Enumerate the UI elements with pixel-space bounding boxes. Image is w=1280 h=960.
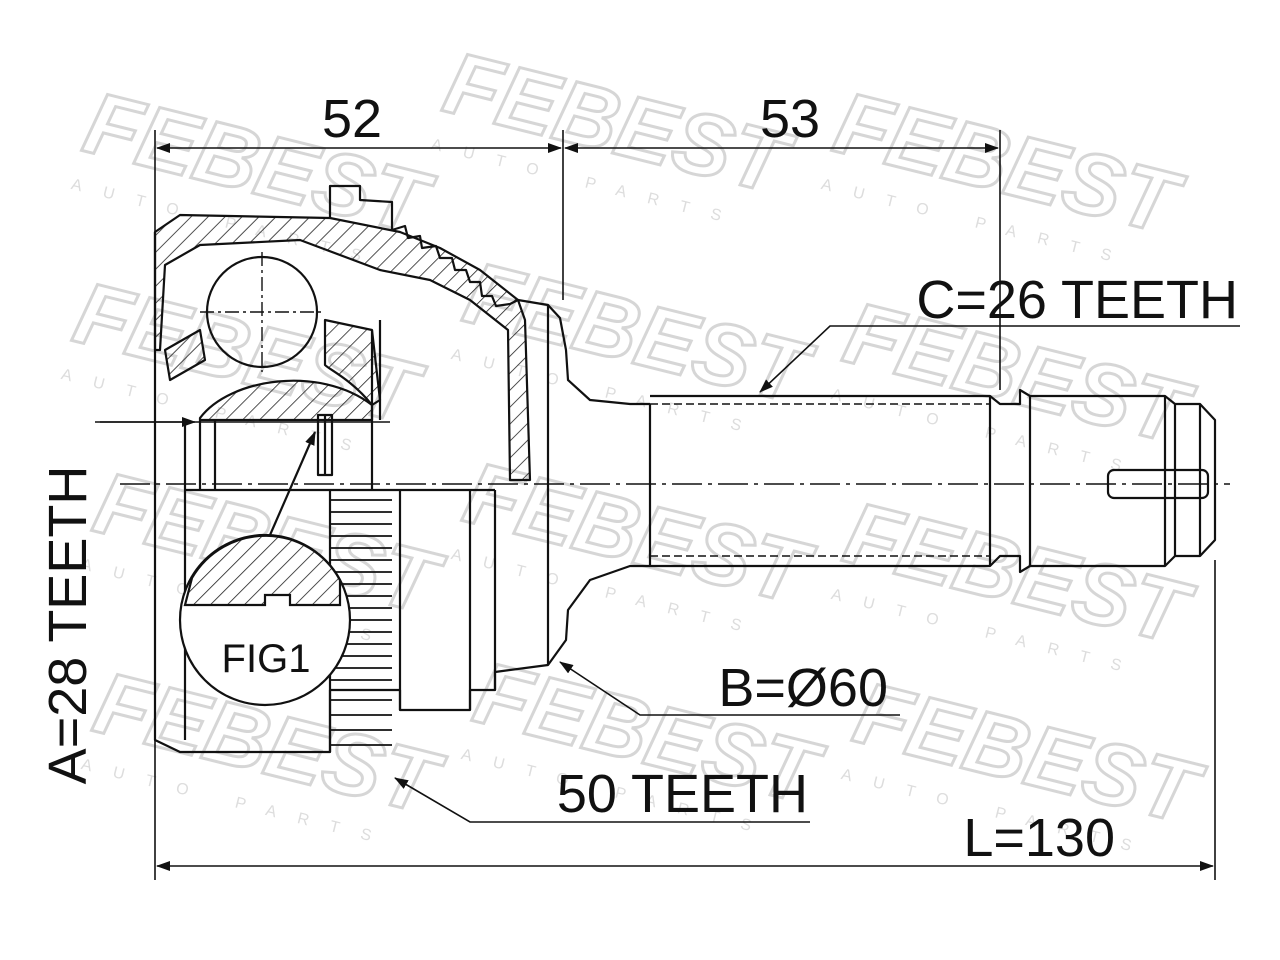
dimension-lines [95,130,1240,880]
leader-26-teeth [759,325,1240,393]
labels: 52 53 C=26 TEETH B=Ø60 50 TEETH L=130 FI… [38,89,1238,868]
leader-60 [559,661,900,716]
abs-ring-teeth [330,499,392,746]
watermark-layer: FEBEST AUTO PARTS FEBEST AUTO PARTS FEBE… [59,31,1213,860]
fig1-leader [268,431,317,536]
housing-neck [517,298,650,406]
leader-50-teeth [394,777,810,823]
dim-housing-length-label: 52 [322,89,382,149]
outer-teeth-top [328,184,519,308]
cage-left [163,328,207,382]
inner-spline-label: A=28 TEETH [38,466,98,785]
fig1-detail [178,431,352,707]
outer-spline-label: C=26 TEETH [916,270,1238,330]
fig1-section [183,534,342,607]
fig1-label: FIG1 [222,637,311,681]
abs-ring-teeth-label: 50 TEETH [557,764,808,824]
dim-shaft-length-label: 53 [760,89,820,149]
cage-section [323,318,382,407]
part-outline [100,184,1230,754]
stub-shaft-spline [648,388,1217,574]
total-length-label: L=130 [963,808,1115,868]
seal-diameter-label: B=Ø60 [718,658,888,718]
